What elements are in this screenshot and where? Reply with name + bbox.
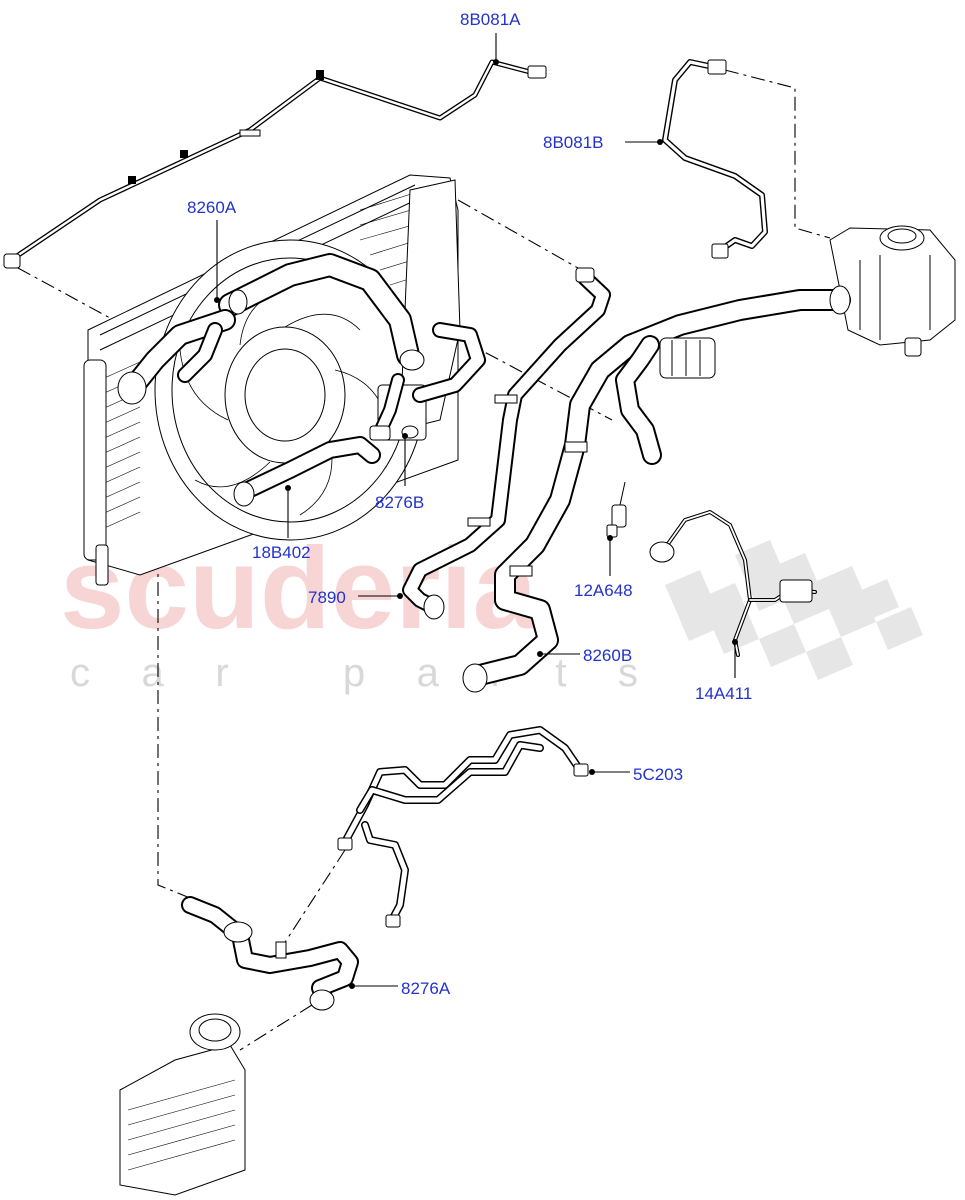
pipe-5c203 bbox=[337, 726, 589, 928]
callout-18b402: 18B402 bbox=[252, 543, 311, 562]
checkered-flag-icon bbox=[665, 540, 923, 680]
callouts: 8B081A 8B081B 8260A 8276B 18B402 7890 12… bbox=[187, 10, 752, 998]
callout-8276b: 8276B bbox=[375, 493, 424, 512]
watermark-sub: car parts bbox=[70, 651, 640, 695]
callout-8b081a: 8B081A bbox=[460, 10, 521, 29]
callout-5c203: 5C203 bbox=[633, 765, 683, 784]
hose-8276b bbox=[369, 322, 486, 441]
connector-icon bbox=[527, 65, 547, 79]
callout-7890: 7890 bbox=[308, 588, 346, 607]
harness-14a411 bbox=[649, 510, 817, 657]
hose-18b402 bbox=[233, 436, 381, 507]
hose-7890 bbox=[402, 267, 611, 620]
sensor-12a648 bbox=[606, 481, 627, 538]
expansion-tank bbox=[829, 225, 956, 357]
callout-8260a: 8260A bbox=[187, 198, 237, 217]
callout-8276a: 8276A bbox=[401, 979, 451, 998]
hose-8260a bbox=[117, 253, 425, 405]
callout-12a648: 12A648 bbox=[574, 581, 633, 600]
callout-8b081b: 8B081B bbox=[543, 133, 604, 152]
callout-14a411: 14A411 bbox=[695, 684, 752, 703]
wire-8b081b bbox=[662, 59, 768, 259]
callout-8260b: 8260B bbox=[583, 646, 632, 665]
wire-8b081a bbox=[3, 59, 547, 269]
hose-8260b bbox=[462, 285, 851, 693]
hose-8276a bbox=[181, 896, 359, 1011]
intercooler bbox=[119, 1013, 246, 1196]
